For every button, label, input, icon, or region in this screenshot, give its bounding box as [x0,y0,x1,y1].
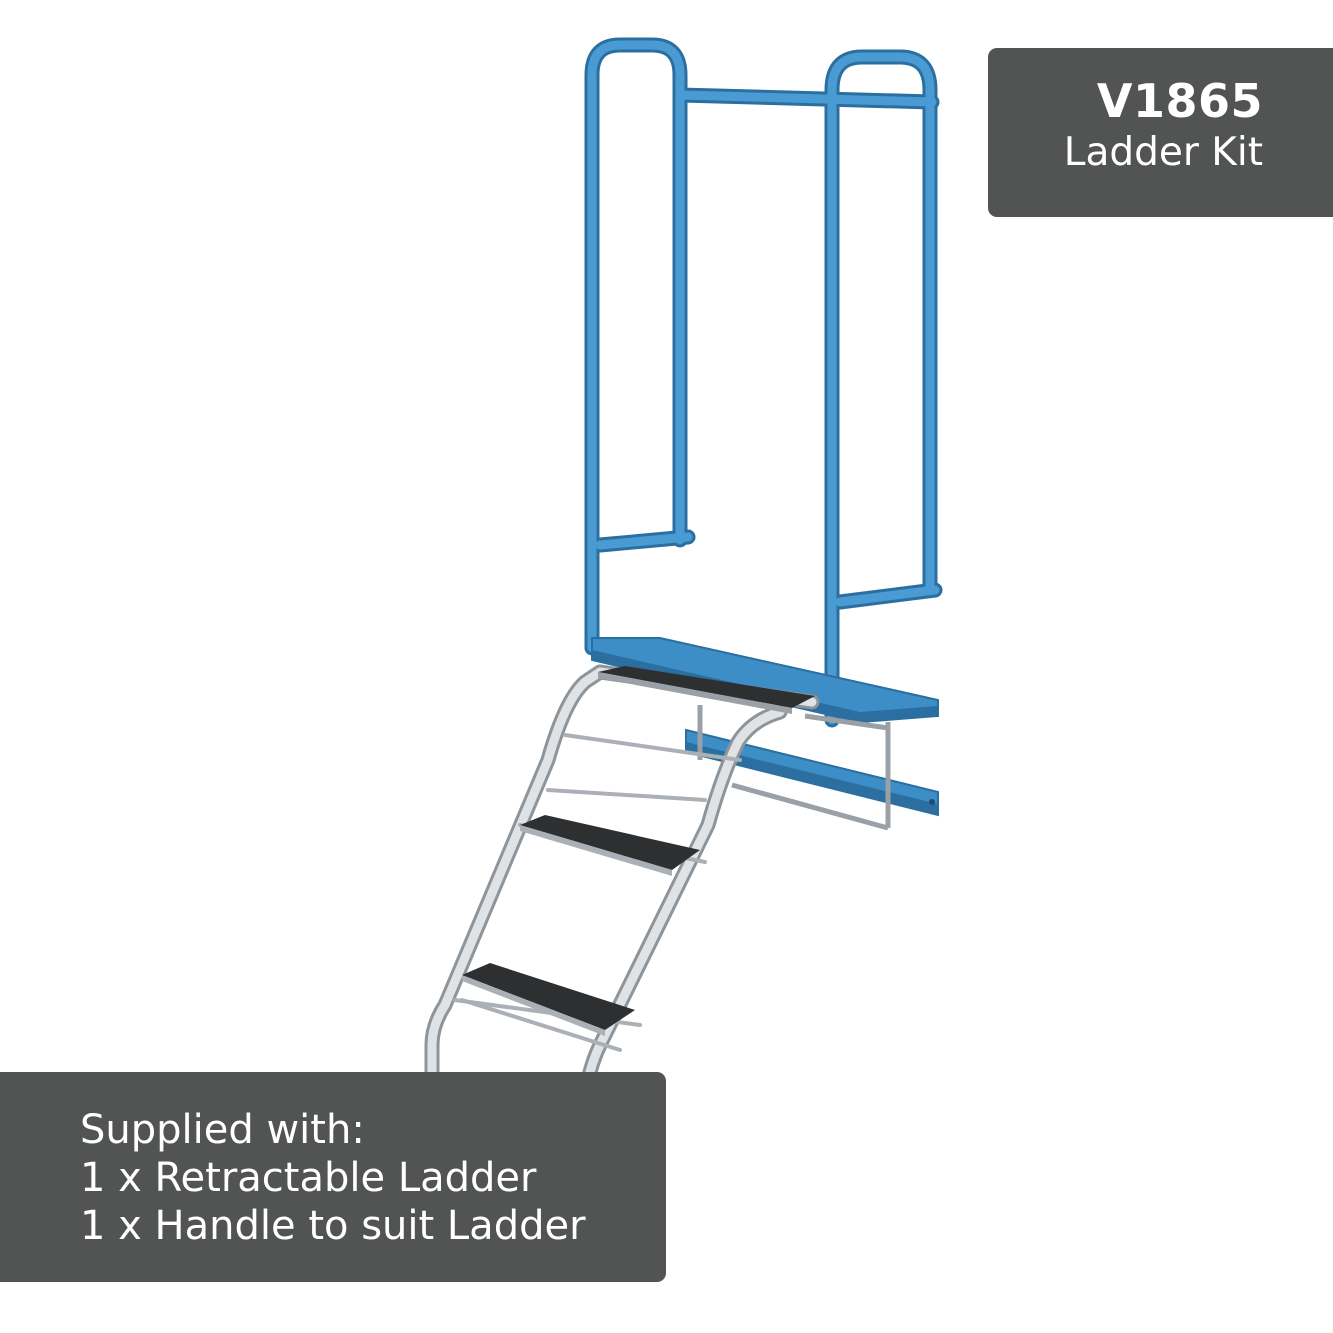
supply-heading: Supplied with: [80,1107,365,1153]
ladder-treads [462,666,815,1036]
supply-item-handle: 1 x Handle to suit Ladder [80,1203,586,1249]
title-panel: V1865 Ladder Kit [988,48,1333,217]
blue-platform [591,637,939,817]
silver-bracket [697,705,891,831]
supply-panel: Supplied with: 1 x Retractable Ladder 1 … [0,1072,666,1282]
model-code: V1865 [1096,74,1263,128]
supply-item-ladder: 1 x Retractable Ladder [80,1155,537,1201]
model-description: Ladder Kit [1063,130,1263,175]
supply-text: Supplied with: 1 x Retractable Ladder 1 … [80,1106,586,1250]
blue-handrail-frame [584,37,943,728]
